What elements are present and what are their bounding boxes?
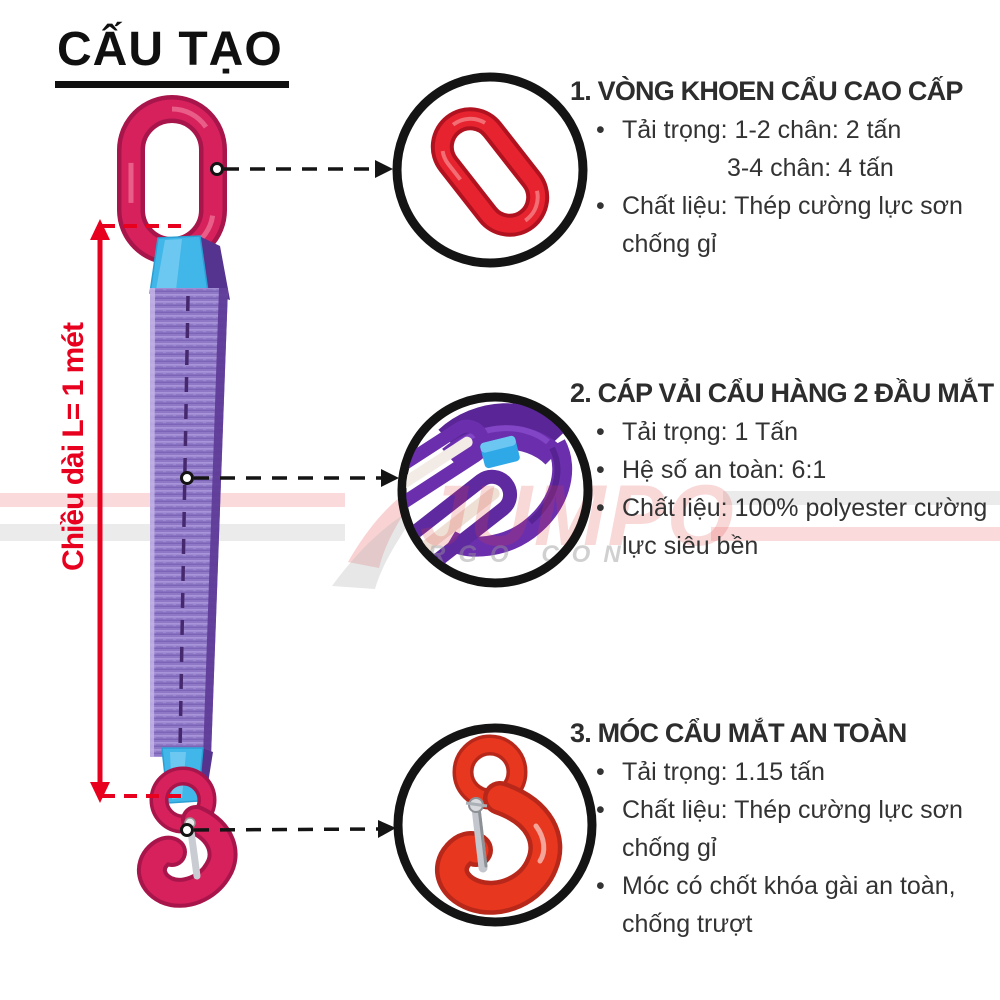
- callout-ring-icon: [430, 107, 550, 237]
- sling-label-tag: [480, 435, 520, 469]
- latch: [471, 803, 488, 873]
- connector-arrow-3: [180, 820, 396, 838]
- top-sleeve-highlight: [156, 239, 182, 290]
- callout-circle-3: [393, 723, 597, 927]
- callout-circle-2: JUMPO RGO CON: [397, 392, 736, 588]
- latch-bolt: [465, 801, 488, 808]
- connector-arrow-2: [180, 469, 399, 487]
- product-master-link: [117, 95, 227, 265]
- connector-arrows: [180, 160, 399, 838]
- latch-edge: [477, 806, 488, 868]
- callout-circle-1: [392, 72, 588, 268]
- connector-arrow-1: [210, 160, 393, 178]
- callout-sling-icon: JUMPO RGO CON: [406, 403, 736, 579]
- center-stitch: [178, 295, 190, 751]
- watermark-text-fragment: JUMPO: [420, 468, 736, 564]
- callout-hook-icon: [435, 734, 563, 915]
- webbing-strap: [150, 288, 228, 757]
- dimension-arrow: [90, 219, 188, 803]
